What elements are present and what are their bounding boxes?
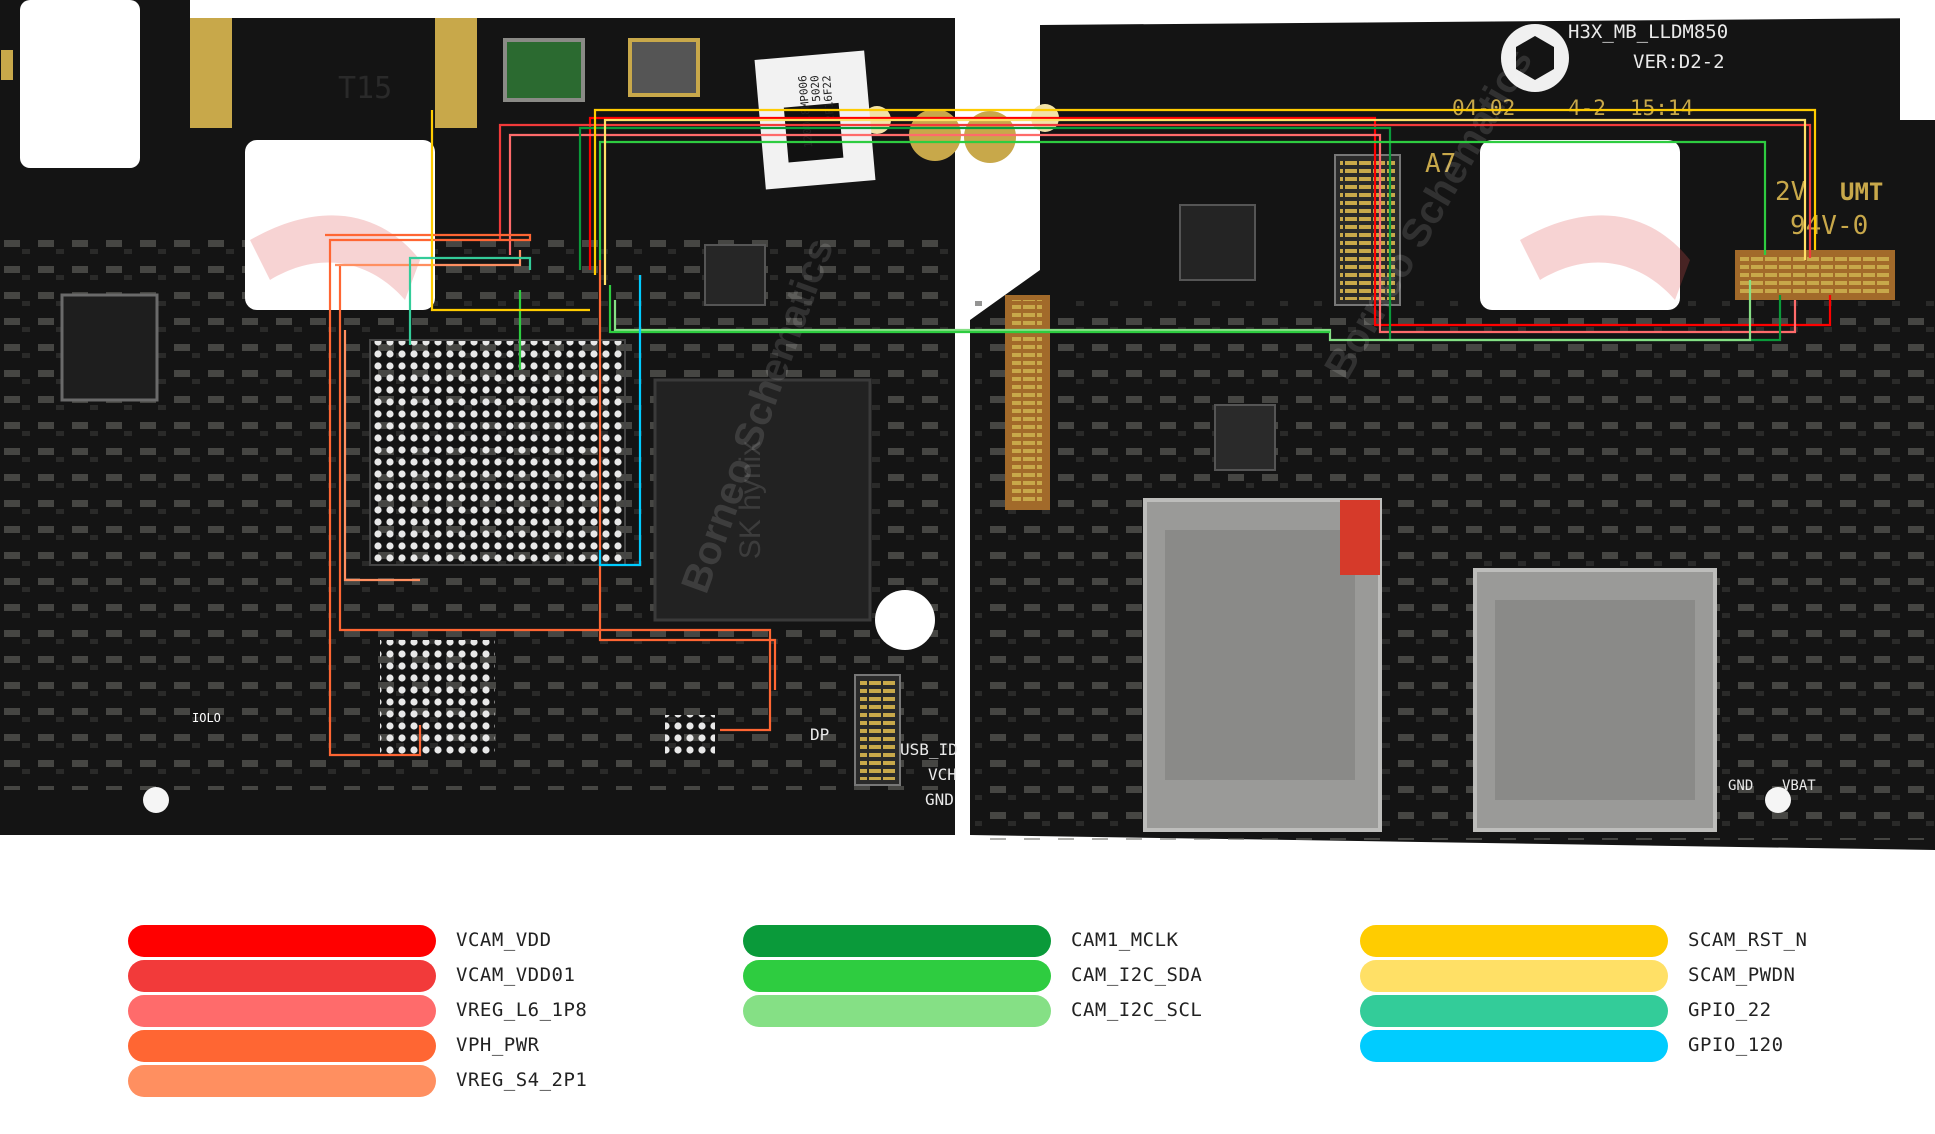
legend-swatch: [128, 995, 436, 1027]
model-label: H3X_MB_LLDM850: [1568, 21, 1728, 43]
camera-ic-chip: [1179, 204, 1256, 281]
label-iolo: IOLO: [192, 711, 221, 725]
legend-label: GPIO_22: [1688, 999, 1772, 1021]
trace-cam1-mclk: [578, 126, 1782, 342]
legend-label: VREG_S4_2P1: [456, 1069, 588, 1091]
label-gnd-right: GND: [1728, 778, 1753, 794]
trace-cam-i2c-sda: [598, 140, 1767, 260]
trace-scam-pwdn: [603, 118, 1807, 285]
label-usb-id: USB_ID: [900, 740, 958, 759]
date-code-label: 04-02: [1452, 96, 1515, 120]
trace-cam-i2c-scl: [613, 280, 1752, 342]
flash-ic-chip: [1214, 404, 1276, 471]
part-code-label: A7: [1425, 149, 1456, 179]
legend-swatch: [1360, 1030, 1668, 1062]
legend-label: VREG_L6_1P8: [456, 999, 588, 1021]
legend-swatch: [743, 960, 1051, 992]
rating-label-94v0: 94V-0: [1790, 211, 1868, 241]
legend-swatch: [1360, 960, 1668, 992]
trace-scam-rst-n: [593, 108, 1817, 275]
trace-vcam-vdd: [588, 116, 1832, 327]
legend-label: VPH_PWR: [456, 1034, 540, 1056]
legend-swatch: [128, 925, 436, 957]
sticker-line-3: 120018MP006: [796, 75, 815, 149]
label-dp: DP: [810, 725, 829, 744]
legend-label: GPIO_120: [1688, 1034, 1784, 1056]
pmic-bga-chip: [380, 640, 495, 755]
pcb-board-diagram: SK hynix 2F16F22 5020 120018MP006 H3X_MB…: [0, 0, 1935, 850]
legend-label: CAM_I2C_SDA: [1071, 964, 1203, 986]
trace-vph-pwr: [325, 233, 532, 757]
small-bga-chip: [665, 715, 715, 755]
legend-swatch: [1360, 925, 1668, 957]
legend-swatch: [743, 995, 1051, 1027]
trace-gpio-22: [408, 256, 532, 345]
legend-swatch: [128, 1030, 436, 1062]
legend-label: VCAM_VDD: [456, 929, 552, 951]
label-gnd-left: GND: [925, 790, 954, 809]
date-code-2-label: 4-2: [1568, 96, 1606, 120]
trace-vcam-vdd01: [498, 123, 1812, 258]
legend-label: SCAM_RST_N: [1688, 929, 1808, 951]
soc-bga-chip: [369, 339, 626, 566]
trace-vreg-s4-2p1: [335, 250, 522, 267]
left-ic-chip: [60, 293, 159, 402]
sensor-ic-chip: [704, 244, 766, 306]
legend-swatch: [128, 1065, 436, 1097]
rating-label-umt: UMT: [1840, 178, 1883, 206]
legend-swatch: [128, 960, 436, 992]
legend-label: SCAM_PWDN: [1688, 964, 1796, 986]
legend-label: VCAM_VDD01: [456, 964, 576, 986]
memory-chip-label: SK hynix: [734, 441, 767, 559]
signal-traces: [325, 108, 1832, 757]
label-vbat: VBAT: [1782, 778, 1816, 794]
legend-label: CAM1_MCLK: [1071, 929, 1179, 951]
legend-label: CAM_I2C_SCL: [1071, 999, 1203, 1021]
rating-label-2v: 2V: [1775, 177, 1806, 207]
label-t15: T15: [338, 71, 392, 106]
version-label: VER:D2-2: [1633, 51, 1725, 73]
time-code-label: 15:14: [1630, 96, 1693, 120]
trace-vreg-l6-1p8: [508, 133, 1797, 334]
trace-gpio-120: [598, 275, 642, 567]
sticker-line-2: 5020: [808, 75, 823, 103]
legend-swatch: [743, 925, 1051, 957]
memory-chip: [653, 378, 872, 622]
legend-swatch: [1360, 995, 1668, 1027]
label-vch: VCH: [928, 765, 957, 784]
